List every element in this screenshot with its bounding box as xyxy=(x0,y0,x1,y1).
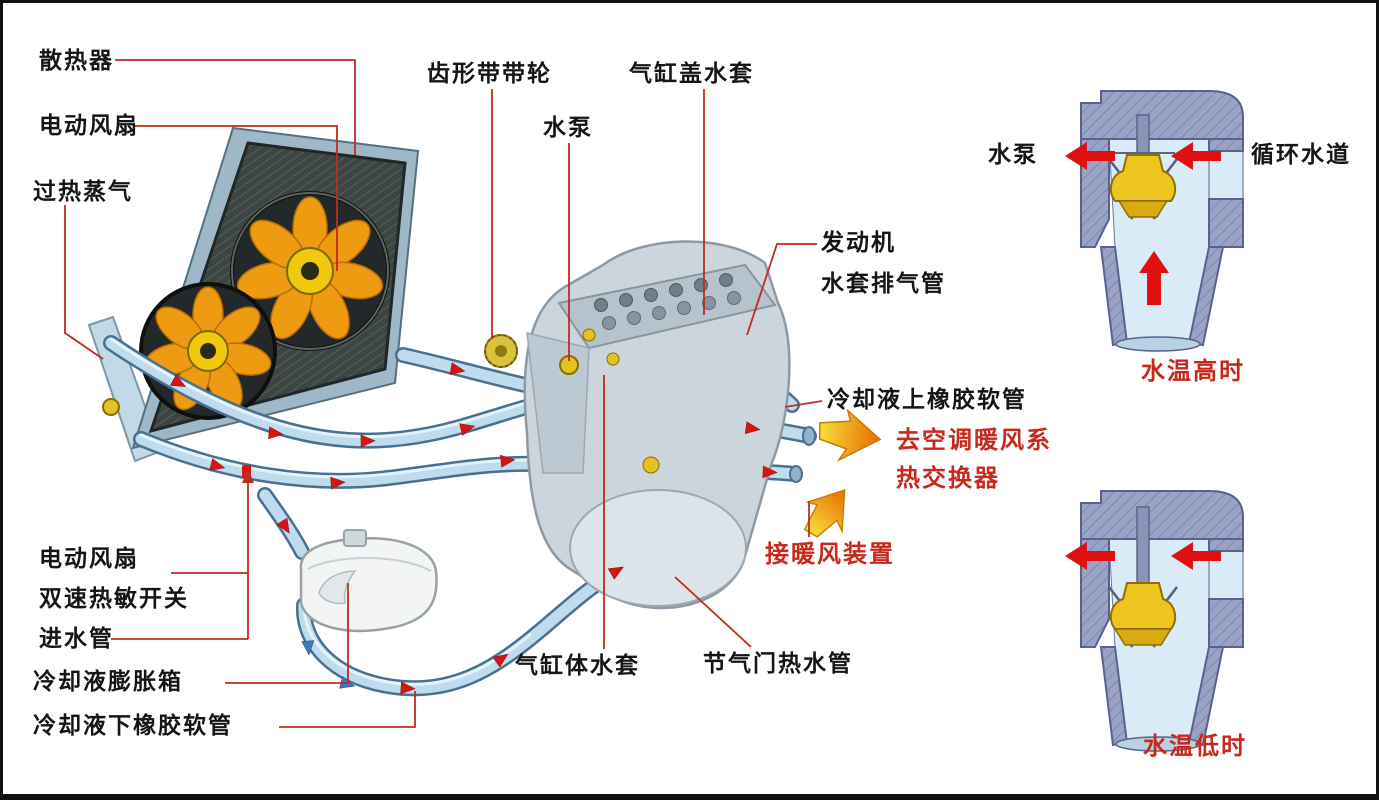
coolant-flow-arrows xyxy=(170,362,778,695)
steam-valve xyxy=(102,398,120,416)
label-block-water-jacket: 气缸体水套 xyxy=(515,653,640,679)
thermostat-open-flow-arrows xyxy=(1065,142,1221,305)
cooling-system-illustration xyxy=(64,59,1244,752)
label-lower-rubber-hose: 冷却液下橡胶软管 xyxy=(33,713,233,739)
label-jacket-vent-pipe: 水套排气管 xyxy=(821,271,946,297)
label-electric-fan-top: 电动风扇 xyxy=(39,113,139,139)
label-belt-pulley: 齿形带带轮 xyxy=(427,61,552,87)
label-inlet-pipe: 进水管 xyxy=(39,626,114,652)
label-radiator: 散热器 xyxy=(39,48,114,74)
flame-arrow-upper xyxy=(818,408,882,462)
label-head-water-jacket: 气缸盖水套 xyxy=(629,61,754,87)
label-throttle-hot-water-pipe: 节气门热水管 xyxy=(703,651,853,677)
engine-illustration xyxy=(484,240,791,610)
label-circulation-channel: 循环水道 xyxy=(1251,142,1351,168)
leader-arrowhead xyxy=(242,469,254,483)
thermostat-open-illustration xyxy=(1065,90,1244,352)
caption-temp-low: 水温低时 xyxy=(1143,732,1247,760)
expansion-tank-illustration xyxy=(299,529,438,633)
thermostat-closed-illustration xyxy=(1065,490,1244,752)
label-to-ac-heater: 去空调暖风系 xyxy=(896,426,1052,454)
label-upper-rubber-hose: 冷却液上橡胶软管 xyxy=(827,387,1027,413)
electric-fan-top-illustration xyxy=(230,191,390,351)
label-engine: 发动机 xyxy=(821,230,896,256)
label-water-pump: 水泵 xyxy=(543,115,593,141)
label-heater-connection: 接暖风装置 xyxy=(765,540,895,568)
label-overheat-steam: 过热蒸气 xyxy=(33,179,133,205)
flame-arrow-lower xyxy=(803,488,846,538)
label-dual-speed-switch: 双速热敏开关 xyxy=(39,586,189,612)
leader-lines xyxy=(64,59,823,728)
caption-temp-high: 水温高时 xyxy=(1141,357,1245,385)
label-thermostat-pump: 水泵 xyxy=(988,142,1038,168)
label-electric-fan-bottom: 电动风扇 xyxy=(39,546,139,572)
label-expansion-tank: 冷却液膨胀箱 xyxy=(33,669,183,695)
heater-outlets xyxy=(789,426,816,483)
pipe-network xyxy=(103,335,817,697)
thermostat-closed-flow-arrows xyxy=(1065,542,1221,570)
label-heat-exchanger: 热交换器 xyxy=(896,464,1000,492)
